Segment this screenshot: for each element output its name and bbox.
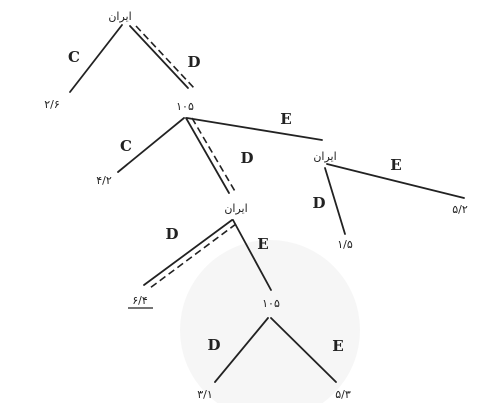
payoff-l2-c: ۴/۲ <box>96 174 112 187</box>
payoff-root-c: ۲/۶ <box>44 98 60 111</box>
edge-label-l4-e: E <box>257 235 268 253</box>
payoff-l3r-d: ۱/۵ <box>337 238 353 251</box>
edge-label-l5-d: D <box>207 336 220 354</box>
edge-l5-e <box>270 317 337 383</box>
node-root: ایران <box>108 10 131 23</box>
edge-l2-c <box>117 117 185 173</box>
edge-label-root-d: D <box>187 53 200 71</box>
payoff-l4-d: ۶/۴ <box>132 294 148 307</box>
edge-label-l2-c: C <box>120 137 132 155</box>
edge-l4-d <box>143 219 233 286</box>
node-level3-right: ایران <box>313 150 336 163</box>
edge-l4-d-dash <box>149 223 237 289</box>
edge-label-l2-e: E <box>280 110 291 128</box>
payoff-l3r-e: ۵/۲ <box>452 203 468 216</box>
edge-l4-e <box>232 219 272 291</box>
edge-l2-d-dash <box>191 117 237 194</box>
edge-label-l4-d: D <box>165 225 178 243</box>
edge-l2-d <box>185 117 230 194</box>
edge-l5-d <box>214 317 269 383</box>
edge-label-l2-d: D <box>240 149 253 167</box>
payoff-l5-d: ۳/۱ <box>197 388 213 401</box>
edge-label-root-c: C <box>68 48 80 66</box>
edge-root-d <box>129 25 189 89</box>
edge-label-l3r-e: E <box>390 156 401 174</box>
edge-l3r-e <box>326 163 465 199</box>
node-level5: ۱۰۵ <box>262 297 280 310</box>
edge-root-d-dash <box>135 25 195 89</box>
node-level2: ۱۰۵ <box>176 100 194 113</box>
edge-root-c <box>69 24 123 93</box>
edge-label-l3r-d: D <box>312 194 325 212</box>
edge-label-l5-e: E <box>332 337 343 355</box>
payoff-l5-e: ۵/۳ <box>335 388 351 401</box>
node-level4: ایران <box>224 202 247 215</box>
edge-l2-e <box>186 117 323 141</box>
edge-l3r-d <box>324 167 346 235</box>
